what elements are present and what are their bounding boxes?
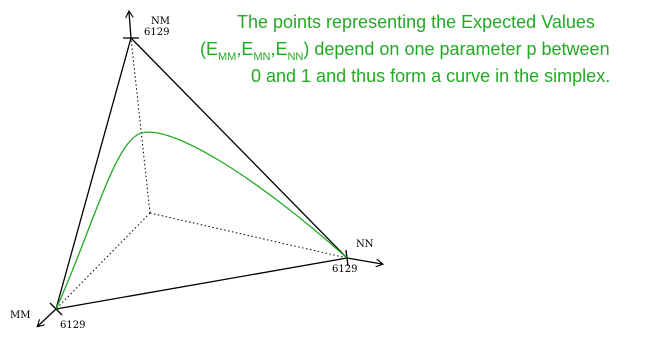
caption-sep-2: ,E xyxy=(270,39,287,59)
hidden-axis-nn xyxy=(149,212,348,259)
label-nm: NM xyxy=(151,16,170,27)
caption-sub-nn: NN xyxy=(287,51,303,63)
axis-arrow-nm xyxy=(129,12,131,39)
simplex-edge-nm-nn xyxy=(130,37,348,259)
simplex-edge-mm-nm xyxy=(55,37,132,310)
caption-sub-mn: MN xyxy=(253,51,270,63)
label-nn: NN xyxy=(356,239,374,250)
caption-sub-mm: MM xyxy=(218,51,236,63)
expected-values-curve xyxy=(55,131,348,310)
caption-close: ) depend on one parameter p between xyxy=(303,39,609,59)
caption-sep-1: ,E xyxy=(236,39,253,59)
simplex-edge-nn-mm xyxy=(55,257,348,310)
caption-line-2: (EMM,EMN,ENN) depend on one parameter p … xyxy=(200,39,610,63)
caption-line-1: The points representing the Expected Val… xyxy=(237,12,595,32)
label-nm-value: 6129 xyxy=(144,27,169,38)
label-nn-value: 6129 xyxy=(332,264,357,275)
caption-line-3: 0 and 1 and thus form a curve in the sim… xyxy=(251,66,610,86)
hidden-axis-nm xyxy=(130,37,151,214)
caption-open: (E xyxy=(200,39,218,59)
axis-arrow-nn xyxy=(346,257,382,264)
axis-arrow-mm xyxy=(38,308,57,326)
label-mm-value: 6129 xyxy=(60,320,85,331)
label-mm: MM xyxy=(10,310,30,321)
